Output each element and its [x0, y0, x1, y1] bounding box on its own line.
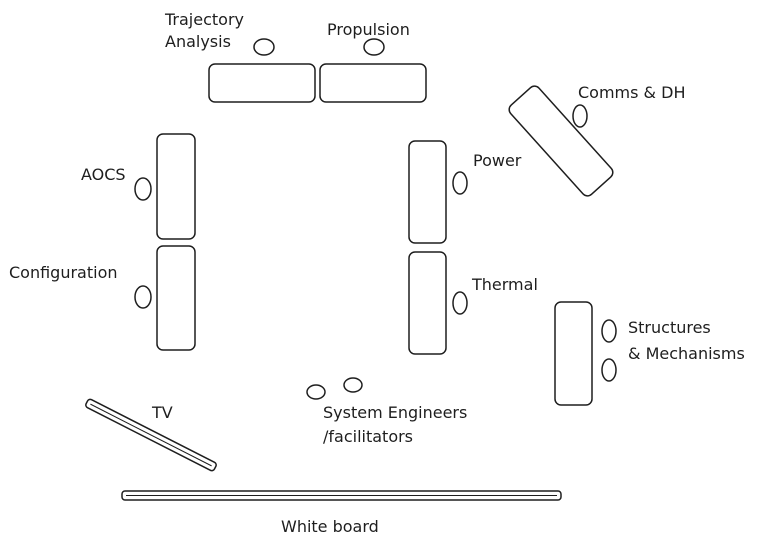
trajectory-seat	[253, 38, 275, 56]
thermal-label: Thermal	[471, 275, 538, 294]
tv-screen-line	[90, 403, 212, 467]
structures-seat-1	[601, 319, 617, 343]
structures-label-2: & Mechanisms	[628, 344, 745, 363]
trajectory-label-1: Trajectory	[164, 10, 244, 29]
whiteboard-label: White board	[281, 517, 379, 536]
configuration-desk	[156, 245, 196, 351]
structures-desk	[554, 301, 593, 406]
tv-label: TV	[151, 403, 173, 422]
power-desk	[408, 140, 447, 244]
propulsion-label: Propulsion	[327, 20, 410, 39]
sys-eng-seat-2	[343, 377, 363, 393]
structures-label-1: Structures	[628, 318, 711, 337]
aocs-desk	[156, 133, 196, 240]
sys-eng-label-2: /facilitators	[323, 427, 413, 446]
comms-seat	[572, 104, 588, 128]
power-label: Power	[473, 151, 522, 170]
sys-eng-label-1: System Engineers	[323, 403, 467, 422]
configuration-label: Configuration	[9, 263, 118, 282]
aocs-label: AOCS	[81, 165, 126, 184]
configuration-seat	[134, 285, 152, 309]
comms-label: Comms & DH	[578, 83, 685, 102]
propulsion-desk	[319, 63, 427, 103]
propulsion-seat	[363, 38, 385, 56]
aocs-seat	[134, 177, 152, 201]
sys-eng-seat-1	[306, 384, 326, 400]
trajectory-label-2: Analysis	[165, 32, 231, 51]
thermal-desk	[408, 251, 447, 355]
comms-desk	[508, 85, 614, 197]
structures-seat-2	[601, 358, 617, 382]
power-seat	[452, 171, 468, 195]
thermal-seat	[452, 291, 468, 315]
trajectory-desk	[208, 63, 316, 103]
